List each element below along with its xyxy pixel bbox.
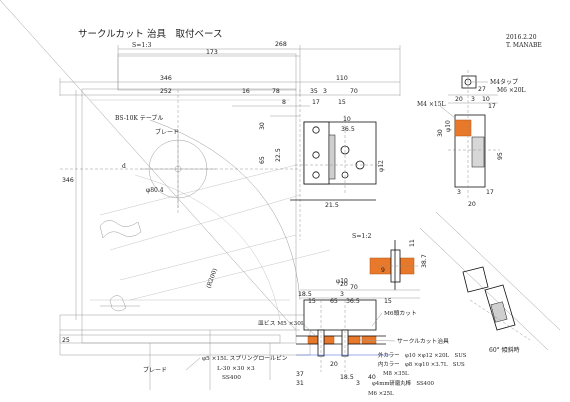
diameter-label: φ80.4: [146, 187, 164, 194]
block-label: L-30 ×30 ×3: [217, 366, 255, 372]
dim-95: 95: [497, 152, 504, 160]
dimension-lines-top: [59, 45, 401, 117]
collar2-label: 内カラー φ8 ×φ10 ×3.7L SUS: [378, 360, 465, 368]
dim-78: 78: [272, 88, 280, 95]
detail-view: [369, 240, 420, 290]
dim-20b: 20: [468, 201, 476, 208]
rod-label: φ4mm研磨丸棒 SS400: [372, 379, 435, 387]
dim-35: 35: [310, 88, 318, 95]
ss400-label: SS400: [222, 375, 241, 381]
dia4-label: φ10: [336, 278, 348, 285]
dim-9: 9: [381, 267, 385, 274]
dim-8: 8: [282, 99, 286, 106]
dim-17c: 17: [486, 189, 494, 196]
dim-30b: 30: [437, 129, 444, 137]
dim-38-7: 38.7: [421, 254, 428, 268]
detail-scale-label: S=1:2: [352, 233, 371, 240]
dim-346v: 346: [62, 177, 74, 184]
bottom-section-view: [296, 289, 420, 372]
dim-18-5b: 18.5: [340, 374, 354, 381]
dim-37: 37: [296, 371, 304, 378]
dim-173: 173: [206, 49, 218, 56]
dim-15: 15: [338, 99, 346, 106]
dim-20: 20: [455, 96, 463, 103]
m8-label: M8 ×35L: [383, 371, 409, 377]
side-view-right: [448, 70, 500, 200]
circlecut-label: サークルカット治具: [397, 337, 449, 345]
dim-3a: 3: [323, 88, 327, 95]
dim-21-5: 21.5: [325, 202, 339, 209]
dim-15b: 15: [308, 298, 316, 305]
dim-22-5: 22.5: [275, 148, 282, 162]
m4tap-label: M4タップ: [490, 78, 518, 86]
d-label: d: [122, 163, 126, 170]
m4-label: M4 ×15L: [417, 101, 446, 108]
blade-label-bottom: ブレード: [143, 366, 167, 374]
dim-3c: 3: [457, 189, 461, 196]
angle-label: 60° 傾斜時: [489, 346, 520, 354]
drawing-title: サークルカット 治具 取付ベース: [78, 28, 222, 40]
dim-36-5: 36.5: [341, 126, 355, 133]
dim-65: 65: [259, 156, 266, 164]
dim-346: 346: [160, 75, 172, 82]
author-label: T. MANABE: [506, 42, 542, 49]
dim-3d: 3: [340, 291, 344, 298]
dim-25: 25: [62, 337, 70, 344]
dim-110: 110: [336, 75, 348, 82]
dim-31: 31: [296, 380, 304, 387]
dim-17b: 17: [488, 103, 496, 110]
dim-3b: 3: [471, 96, 475, 103]
dia3-label: φ10: [445, 120, 452, 132]
dim-36-5b: 36.5: [346, 298, 360, 305]
dim-40: 40: [368, 374, 376, 381]
dim-70: 70: [350, 88, 358, 95]
leader-lines: [185, 81, 488, 371]
dim-3e: 3: [356, 380, 360, 387]
dim-10b: 10: [482, 96, 490, 103]
dim-16: 16: [242, 88, 250, 95]
pin-label: φ5 ×15L スプリングロールピン: [202, 354, 288, 362]
dim-252: 252: [160, 88, 172, 95]
m6-label: M6 ×20L: [497, 87, 526, 94]
collar1-label: 外カラー φ10 ×φ12 ×20L SUS: [378, 351, 467, 359]
main-plan-view: [0, 0, 331, 390]
m6cut-label: M6頭カット: [384, 310, 417, 317]
main-scale-label: S=1:3: [132, 42, 151, 49]
dim-268: 268: [275, 41, 287, 48]
dim-15c: 15: [384, 298, 392, 305]
dim-11: 11: [409, 239, 416, 247]
dim-10a: 10: [343, 116, 351, 123]
dim-30a: 30: [259, 122, 266, 130]
blade-label: ブレード: [155, 128, 179, 136]
hex-label: 皿ビス M5 ×30L: [258, 319, 305, 327]
tilt-view: [419, 211, 561, 351]
dim-20c: 20: [330, 361, 338, 368]
tap-part-highlight: [454, 119, 472, 137]
dim-27: 27: [478, 86, 486, 93]
dia2-label: φ12: [378, 160, 385, 172]
dim-20d: 20: [340, 281, 348, 288]
dim-18-5: 18.5: [298, 291, 312, 298]
section-collar-b: [323, 335, 335, 345]
dim-17a: 17: [312, 99, 320, 106]
date-label: 2016.2.20: [506, 34, 537, 41]
m6b-label: M6 ×25L: [368, 391, 394, 397]
dim-70b: 70: [350, 284, 358, 291]
dim-65b: 65: [330, 298, 338, 305]
machine-label: BS-10K テーブル: [115, 114, 163, 122]
mount-block-plan: [290, 115, 385, 201]
